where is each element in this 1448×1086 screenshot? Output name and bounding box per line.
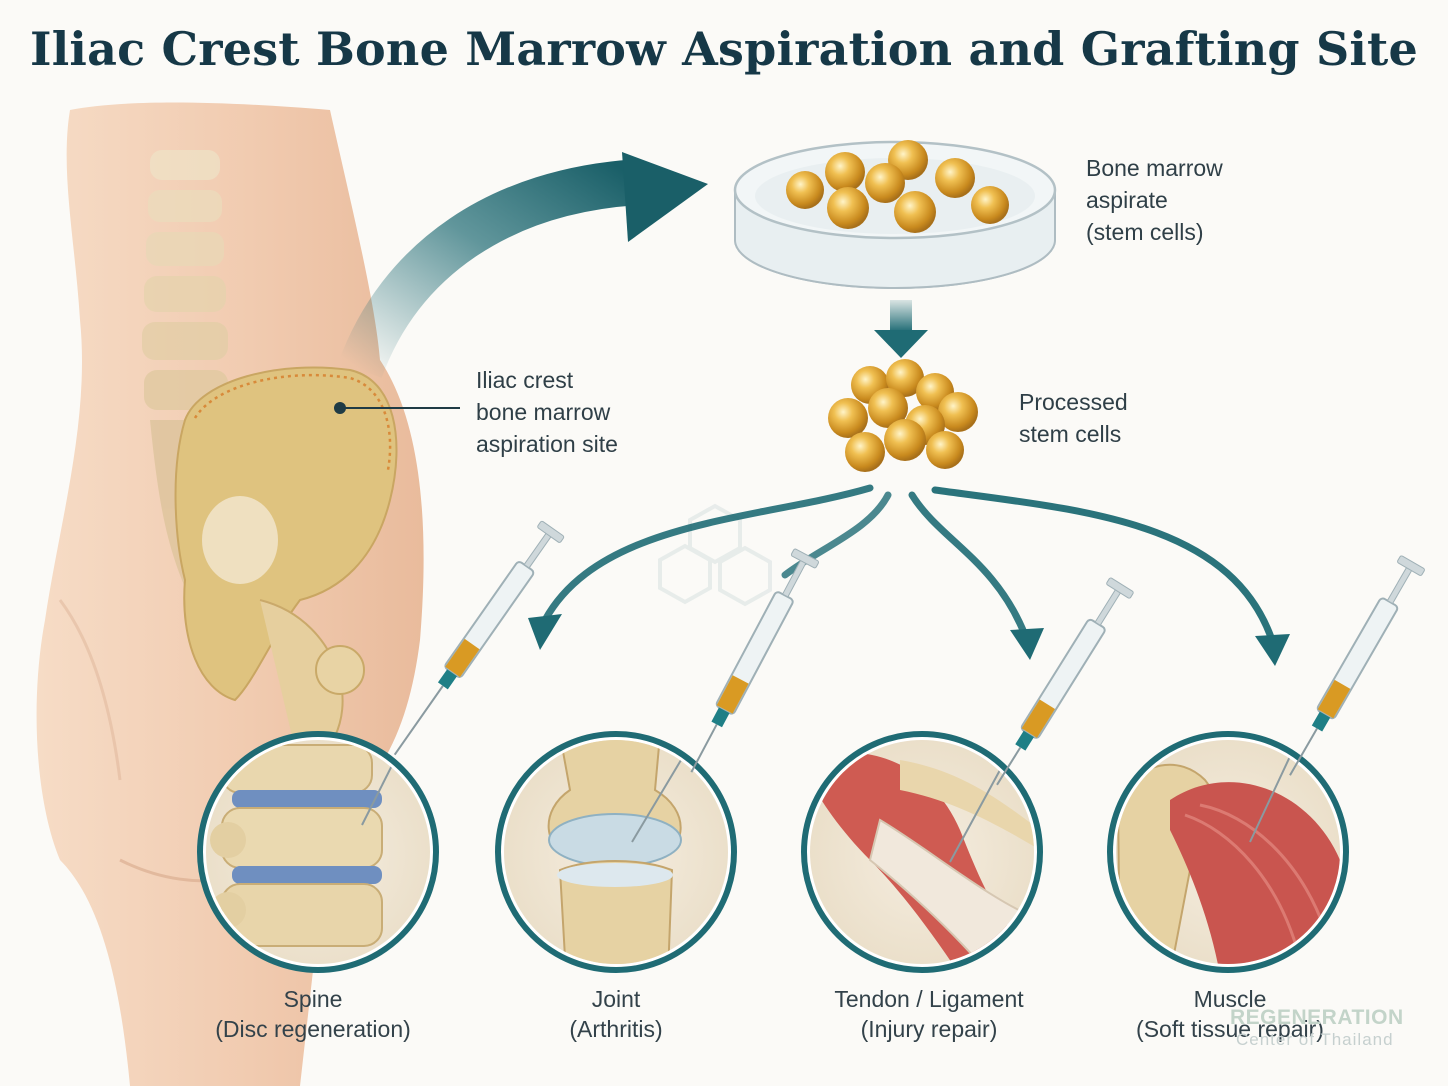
aspirate-label: Bone marrow aspirate (stem cells) (1086, 155, 1223, 245)
caption-joint: Joint (Arthritis) (569, 986, 663, 1042)
caption-tendon: Tendon / Ligament (Injury repair) (834, 986, 1024, 1042)
aspiration-site-label: Iliac crest bone marrow aspiration site (476, 367, 618, 457)
processed-cells-label: Processed stem cells (1019, 389, 1128, 447)
muscle-target-circle (1107, 731, 1349, 973)
syringe-joint (690, 548, 820, 773)
aspiration-arrow (338, 152, 708, 379)
dish-stem-cells (786, 140, 1009, 233)
caption-spine: Spine (Disc regeneration) (215, 986, 411, 1042)
syringe-tendon (996, 577, 1134, 786)
watermark-logo: REGENERATION Center of Thailand (1230, 1006, 1404, 1049)
site-pointer (334, 402, 460, 414)
syringe-muscle (1289, 555, 1425, 776)
spine-target-circle (197, 731, 439, 973)
hexagon-decoration (658, 503, 772, 607)
processing-arrow (874, 300, 928, 358)
tendon-target-circle (801, 731, 1043, 973)
joint-target-circle (495, 731, 737, 973)
page-title: Iliac Crest Bone Marrow Aspiration and G… (30, 22, 1418, 76)
distribution-arrows (541, 484, 1276, 644)
syringe-spine (393, 520, 565, 756)
distribution-arrowheads (528, 614, 1290, 666)
caption-muscle: Muscle (Soft tissue repair) (1136, 986, 1324, 1042)
pelvis (174, 366, 398, 771)
processed-cell-cluster (828, 359, 978, 472)
